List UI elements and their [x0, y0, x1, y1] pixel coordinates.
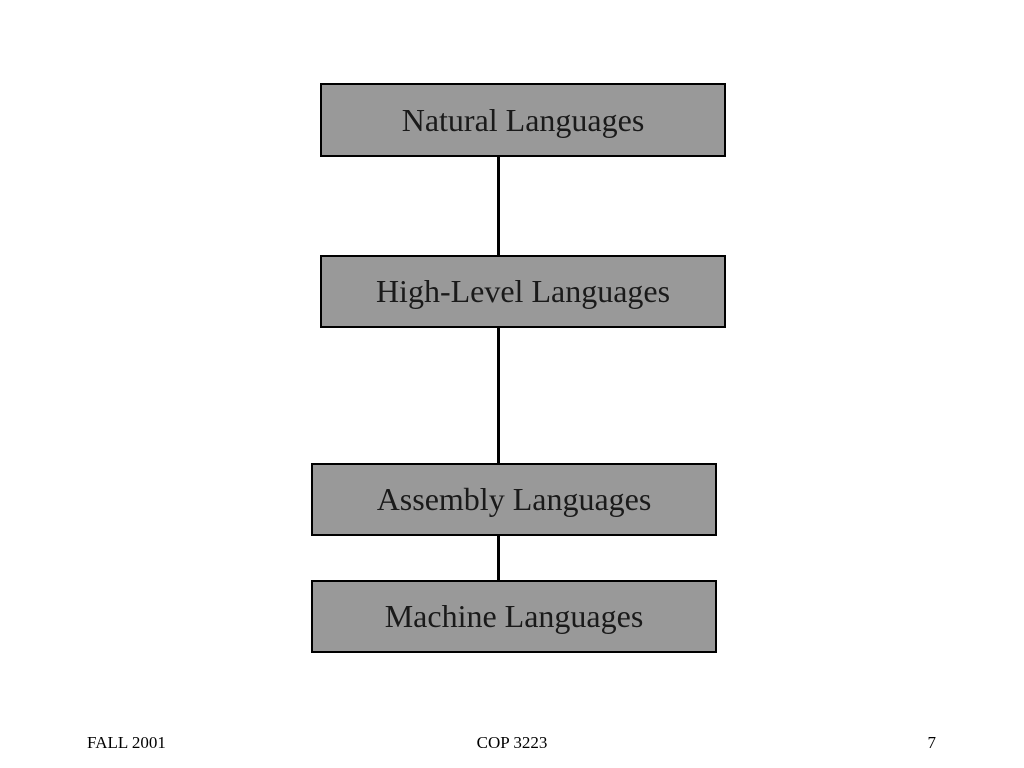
box-assembly-languages: Assembly Languages [311, 463, 717, 536]
footer-date: FALL 2001 [87, 733, 166, 752]
footer-page-number: 7 [927, 733, 937, 752]
connector-high-level-to-assembly [497, 327, 500, 464]
footer-course: COP 3223 [476, 733, 548, 752]
box-machine-languages: Machine Languages [311, 580, 717, 653]
connector-assembly-to-machine [497, 535, 500, 581]
box-label: Machine Languages [384, 598, 644, 634]
box-label: Assembly Languages [376, 481, 652, 517]
box-label: Natural Languages [401, 101, 645, 138]
box-natural-languages: Natural Languages [320, 83, 726, 157]
box-high-level-languages: High-Level Languages [320, 255, 726, 328]
connector-natural-to-high-level [497, 156, 500, 256]
box-label: High-Level Languages [375, 273, 671, 309]
